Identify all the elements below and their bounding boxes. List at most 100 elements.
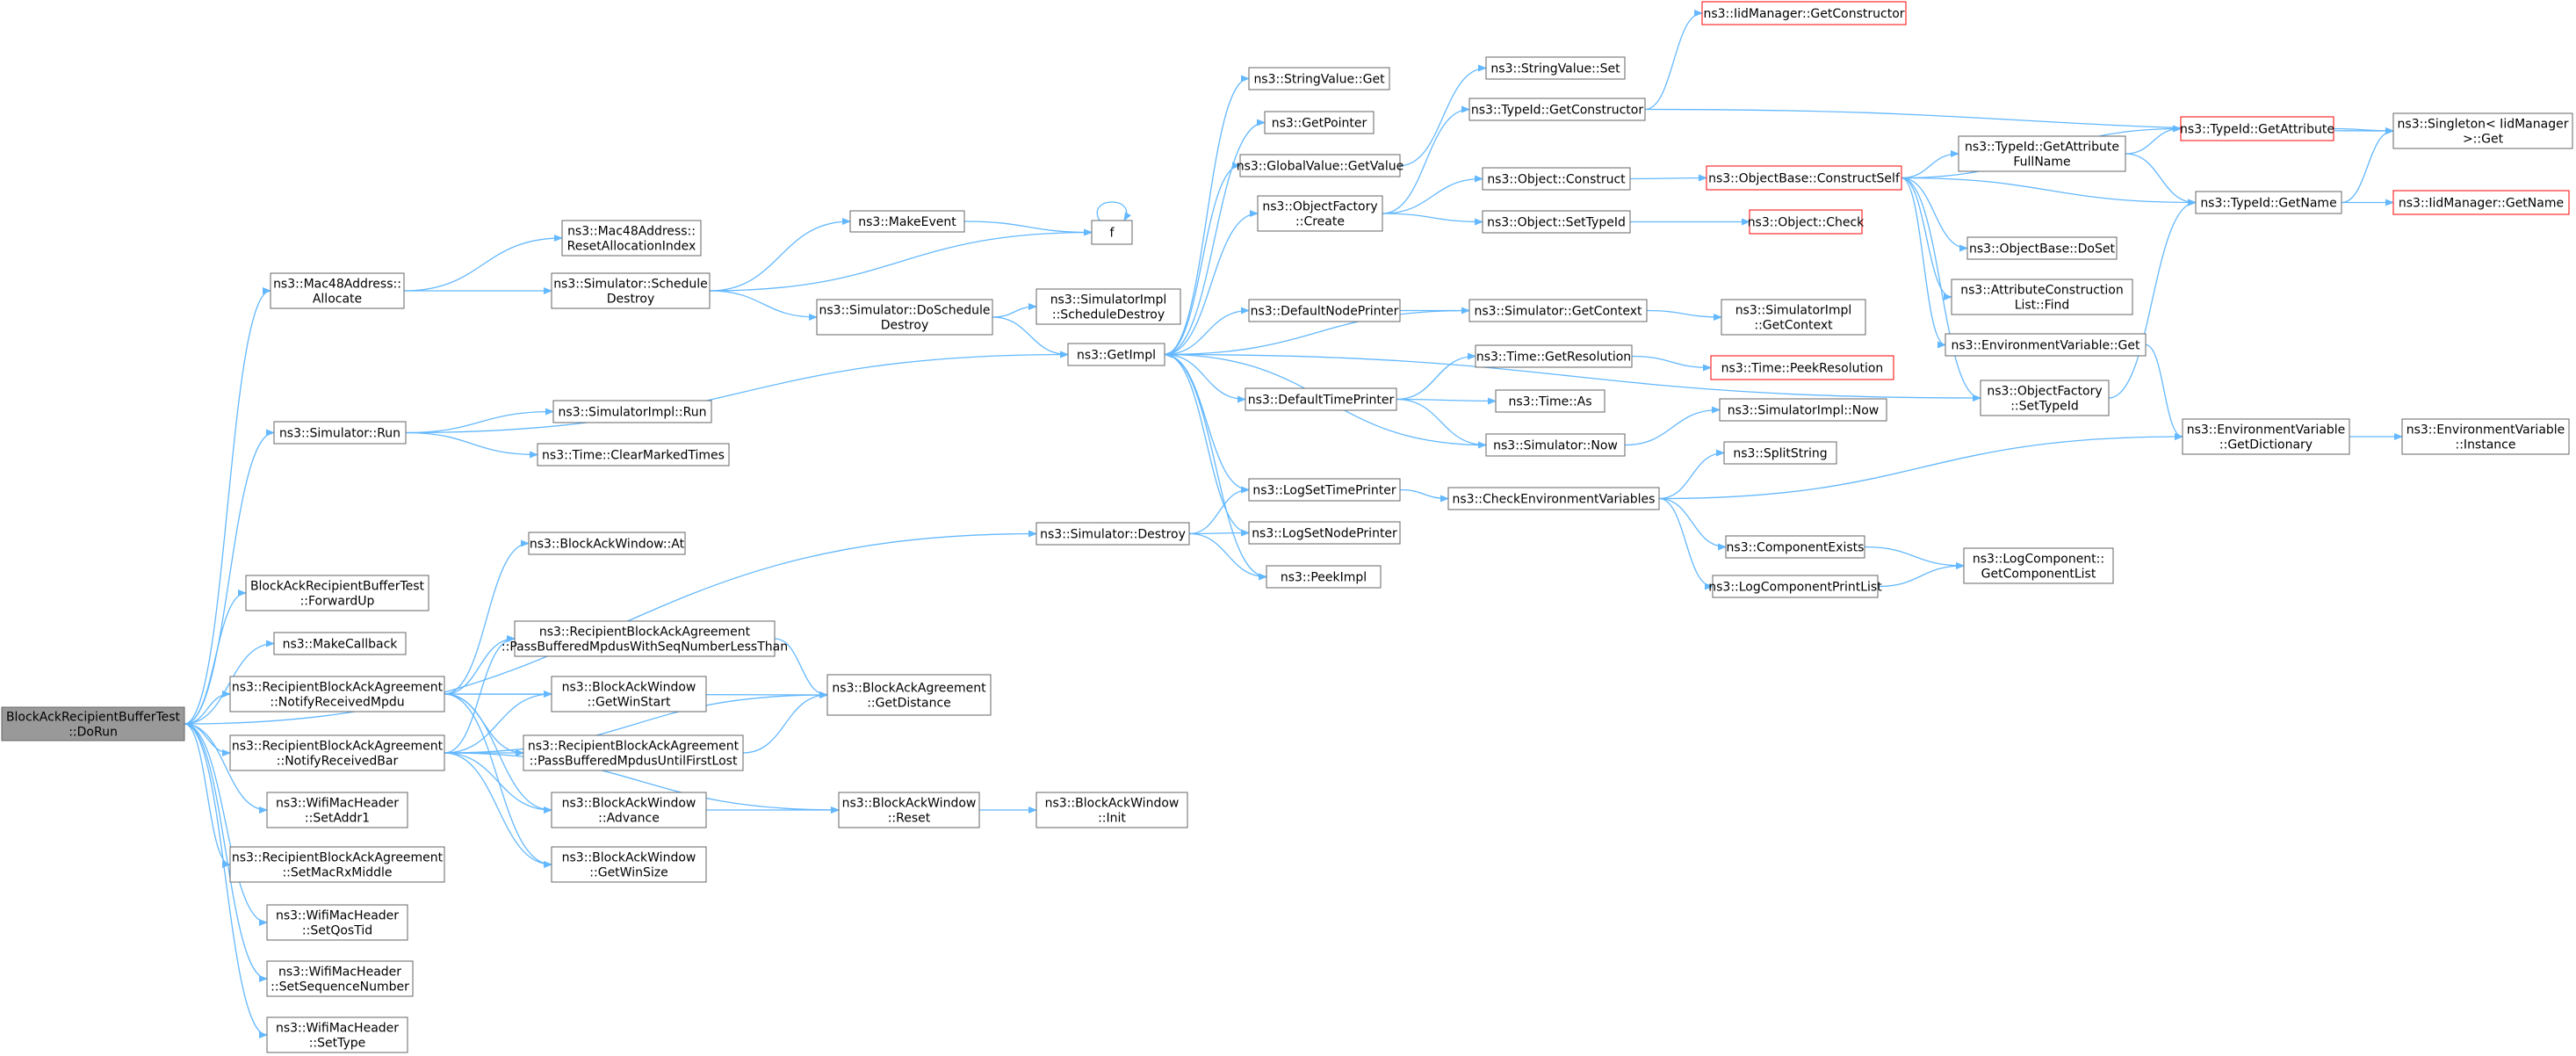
node-checkenv[interactable]: ns3::CheckEnvironmentVariables (1447, 487, 1660, 510)
node-rbasetmac[interactable]: ns3::RecipientBlockAckAgreement::SetMacR… (229, 846, 445, 883)
node-bawgetwinsize[interactable]: ns3::BlockAckWindow::GetWinSize (551, 846, 707, 883)
node-peekimpl[interactable]: ns3::PeekImpl (1266, 565, 1382, 589)
node-wmhqos[interactable]: ns3::WifiMacHeader::SetQosTid (266, 904, 408, 941)
node-mac48reset[interactable]: ns3::Mac48Address::ResetAllocationIndex (561, 220, 702, 257)
node-logsettime[interactable]: ns3::LogSetTimePrinter (1248, 478, 1401, 502)
node-box[interactable] (266, 904, 408, 941)
node-simgetctx[interactable]: ns3::Simulator::GetContext (1468, 299, 1648, 322)
node-box[interactable] (229, 734, 445, 771)
node-box[interactable] (1966, 236, 2118, 260)
node-box[interactable] (2401, 418, 2570, 455)
node-box[interactable] (1091, 220, 1133, 245)
node-box[interactable] (1951, 278, 2133, 315)
node-box[interactable] (514, 620, 776, 657)
node-rbapasslt[interactable]: ns3::RecipientBlockAckAgreement::PassBuf… (501, 620, 788, 657)
node-box[interactable] (551, 676, 707, 712)
node-box[interactable] (1239, 154, 1401, 177)
node-simsched[interactable]: ns3::Simulator::ScheduleDestroy (551, 272, 711, 309)
node-box[interactable] (1721, 299, 1866, 336)
node-box[interactable] (2392, 190, 2570, 215)
node-objsettid[interactable]: ns3::Object::SetTypeId (1482, 210, 1631, 234)
node-box[interactable] (1248, 299, 1401, 322)
node-box[interactable] (229, 846, 445, 883)
node-box[interactable] (551, 272, 711, 309)
node-simimplgetctx[interactable]: ns3::SimulatorImpl::GetContext (1721, 299, 1866, 336)
node-gvget[interactable]: ns3::GlobalValue::GetValue (1237, 154, 1403, 177)
node-box[interactable] (1245, 387, 1397, 411)
node-box[interactable] (1248, 478, 1401, 502)
node-timeclear[interactable]: ns3::Time::ClearMarkedTimes (537, 443, 730, 467)
node-compexists[interactable]: ns3::ComponentExists (1725, 535, 1865, 559)
node-box[interactable] (537, 443, 730, 467)
node-fwdup[interactable]: BlockAckRecipientBufferTest::ForwardUp (245, 575, 429, 611)
node-box[interactable] (551, 846, 707, 883)
node-strget[interactable]: ns3::StringValue::Get (1248, 67, 1390, 90)
node-box[interactable] (826, 674, 992, 716)
node-box[interactable] (1485, 56, 1626, 80)
node-box[interactable] (229, 676, 445, 712)
node-box[interactable] (1447, 487, 1660, 510)
node-splitstring[interactable]: ns3::SplitString (1723, 441, 1837, 465)
node-box[interactable] (1, 706, 185, 741)
node-obdoset[interactable]: ns3::ObjectBase::DoSet (1966, 236, 2118, 260)
node-box[interactable] (1482, 210, 1631, 234)
node-box[interactable] (528, 532, 686, 555)
node-singleton[interactable]: ns3::Singleton< IidManager>::Get (2392, 112, 2573, 149)
node-wmhtype[interactable]: ns3::WifiMacHeader::SetType (266, 1016, 408, 1053)
node-box[interactable] (1963, 547, 2114, 584)
node-simnow[interactable]: ns3::Simulator::Now (1485, 433, 1626, 457)
node-simimplrun[interactable]: ns3::SimulatorImpl::Run (552, 400, 712, 423)
node-logsetnode[interactable]: ns3::LogSetNodePrinter (1248, 521, 1401, 545)
node-box[interactable] (552, 400, 712, 423)
node-box[interactable] (2195, 191, 2342, 214)
node-box[interactable] (1495, 389, 1605, 413)
node-ofsettid[interactable]: ns3::ObjectFactory::SetTypeId (1980, 380, 2110, 416)
node-objconstruct[interactable]: ns3::Object::Construct (1482, 167, 1631, 191)
node-bawinit[interactable]: ns3::BlockAckWindow::Init (1035, 792, 1188, 828)
node-box[interactable] (2180, 116, 2334, 141)
node-box[interactable] (1701, 1, 1907, 25)
node-box[interactable] (1468, 299, 1648, 322)
node-simimplsched[interactable]: ns3::SimulatorImpl::ScheduleDestroy (1035, 288, 1181, 325)
node-wmhaddr1[interactable]: ns3::WifiMacHeader::SetAddr1 (266, 792, 408, 828)
node-box[interactable] (838, 792, 980, 828)
node-timepeekres[interactable]: ns3::Time::PeekResolution (1710, 355, 1894, 380)
node-obconstructself[interactable]: ns3::ObjectBase::ConstructSelf (1706, 165, 1902, 191)
node-wmhseq[interactable]: ns3::WifiMacHeader::SetSequenceNumber (266, 960, 414, 997)
node-box[interactable] (849, 210, 965, 233)
node-box[interactable] (273, 421, 407, 445)
node-tidgetattr[interactable]: ns3::TypeId::GetAttribute (2180, 116, 2334, 141)
node-getimpl[interactable]: ns3::GetImpl (1067, 343, 1165, 366)
node-bagetdist[interactable]: ns3::BlockAckAgreement::GetDistance (826, 674, 992, 716)
node-tidgetname[interactable]: ns3::TypeId::GetName (2195, 191, 2342, 214)
node-box[interactable] (1485, 433, 1626, 457)
node-root[interactable]: BlockAckRecipientBufferTest::DoRun (1, 706, 185, 741)
node-iidgetname[interactable]: ns3::IidManager::GetName (2392, 190, 2570, 215)
node-objcheck[interactable]: ns3::Object::Check (1748, 209, 1865, 235)
node-box[interactable] (1980, 380, 2110, 416)
node-envget[interactable]: ns3::EnvironmentVariable::Get (1945, 333, 2147, 357)
node-box[interactable] (1248, 521, 1401, 545)
node-box[interactable] (273, 632, 407, 655)
node-bawadvance[interactable]: ns3::BlockAckWindow::Advance (551, 792, 707, 828)
node-box[interactable] (1468, 98, 1646, 121)
node-simimplnow[interactable]: ns3::SimulatorImpl::Now (1719, 398, 1887, 422)
node-box[interactable] (2182, 418, 2350, 455)
node-tidgetctor[interactable]: ns3::TypeId::GetConstructor (1468, 98, 1646, 121)
node-box[interactable] (266, 960, 414, 997)
node-box[interactable] (1725, 535, 1865, 559)
node-envgetdict[interactable]: ns3::EnvironmentVariable::GetDictionary (2182, 418, 2350, 455)
node-box[interactable] (1482, 167, 1631, 191)
node-box[interactable] (1749, 209, 1863, 235)
node-box[interactable] (266, 792, 408, 828)
node-bawgetwinstart[interactable]: ns3::BlockAckWindow::GetWinStart (551, 676, 707, 712)
node-rbapassfirst[interactable]: ns3::RecipientBlockAckAgreement::PassBuf… (523, 734, 744, 771)
node-box[interactable] (245, 575, 429, 611)
node-box[interactable] (270, 272, 405, 309)
node-box[interactable] (1958, 135, 2126, 172)
node-bawat[interactable]: ns3::BlockAckWindow::At (528, 532, 686, 555)
node-box[interactable] (1035, 792, 1188, 828)
